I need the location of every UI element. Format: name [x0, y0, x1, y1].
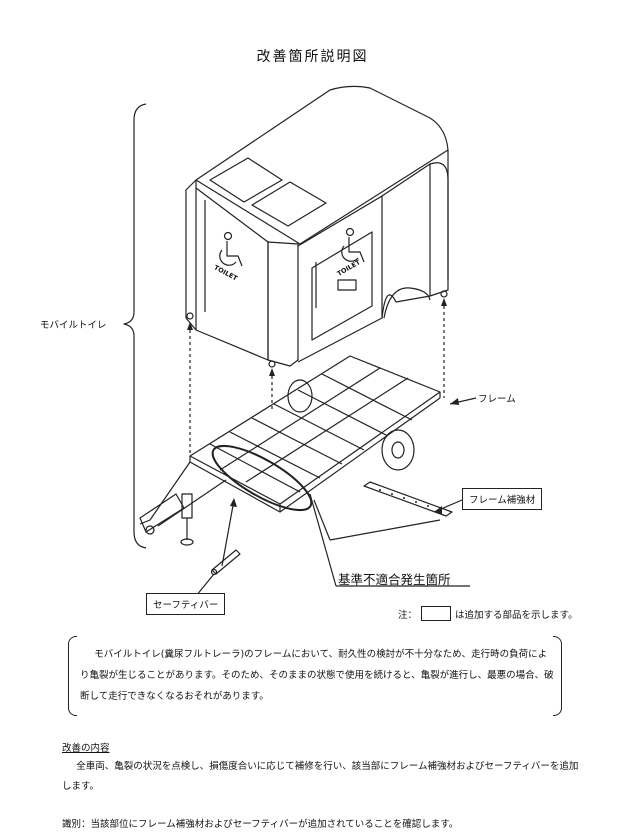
page-title: 改善箇所説明図 [256, 49, 369, 65]
frame-reinforcement-label: フレーム補強材 [462, 488, 543, 510]
trailer-frame [139, 355, 441, 546]
safety-bar-part [210, 549, 241, 576]
left-brace [123, 103, 147, 549]
mobile-toilet-label: モバイルトイレ [40, 320, 107, 331]
toilet-cabin [185, 85, 449, 368]
legend-note: 注： は追加する部品を示します。 [398, 606, 578, 621]
wheelchair-icon [219, 231, 243, 267]
left-bracket [68, 636, 77, 716]
safety-bar-label: セーフティバー [146, 593, 226, 615]
defect-ellipse [211, 444, 313, 512]
note-suffix: は追加する部品を示します。 [455, 609, 578, 621]
description-box: モバイルトイレ(糞尿フルトレーラ)のフレームにおいて、耐久性の検討が不十分なため… [68, 636, 562, 716]
improvement-body: 全車両、亀裂の状況を点検し、損傷度合いに応じて補修を行い、該当部にフレーム補強材… [62, 761, 579, 792]
mount-guide-lines [189, 300, 445, 456]
note-prefix: 注： [398, 609, 418, 621]
defect-location-label: 基準不適合発生箇所 [338, 572, 451, 587]
improvement-heading: 改善の内容 [62, 743, 110, 754]
wheelchair-icon [341, 227, 365, 263]
description-text: モバイルトイレ(糞尿フルトレーラ)のフレームにおいて、耐久性の検討が不十分なため… [80, 649, 554, 702]
frame-label: フレーム [478, 394, 516, 405]
added-part-swatch [421, 606, 452, 621]
identification-text: 識別：当該部位にフレーム補強材およびセーフティバーが追加されていることを確認しま… [62, 819, 459, 830]
